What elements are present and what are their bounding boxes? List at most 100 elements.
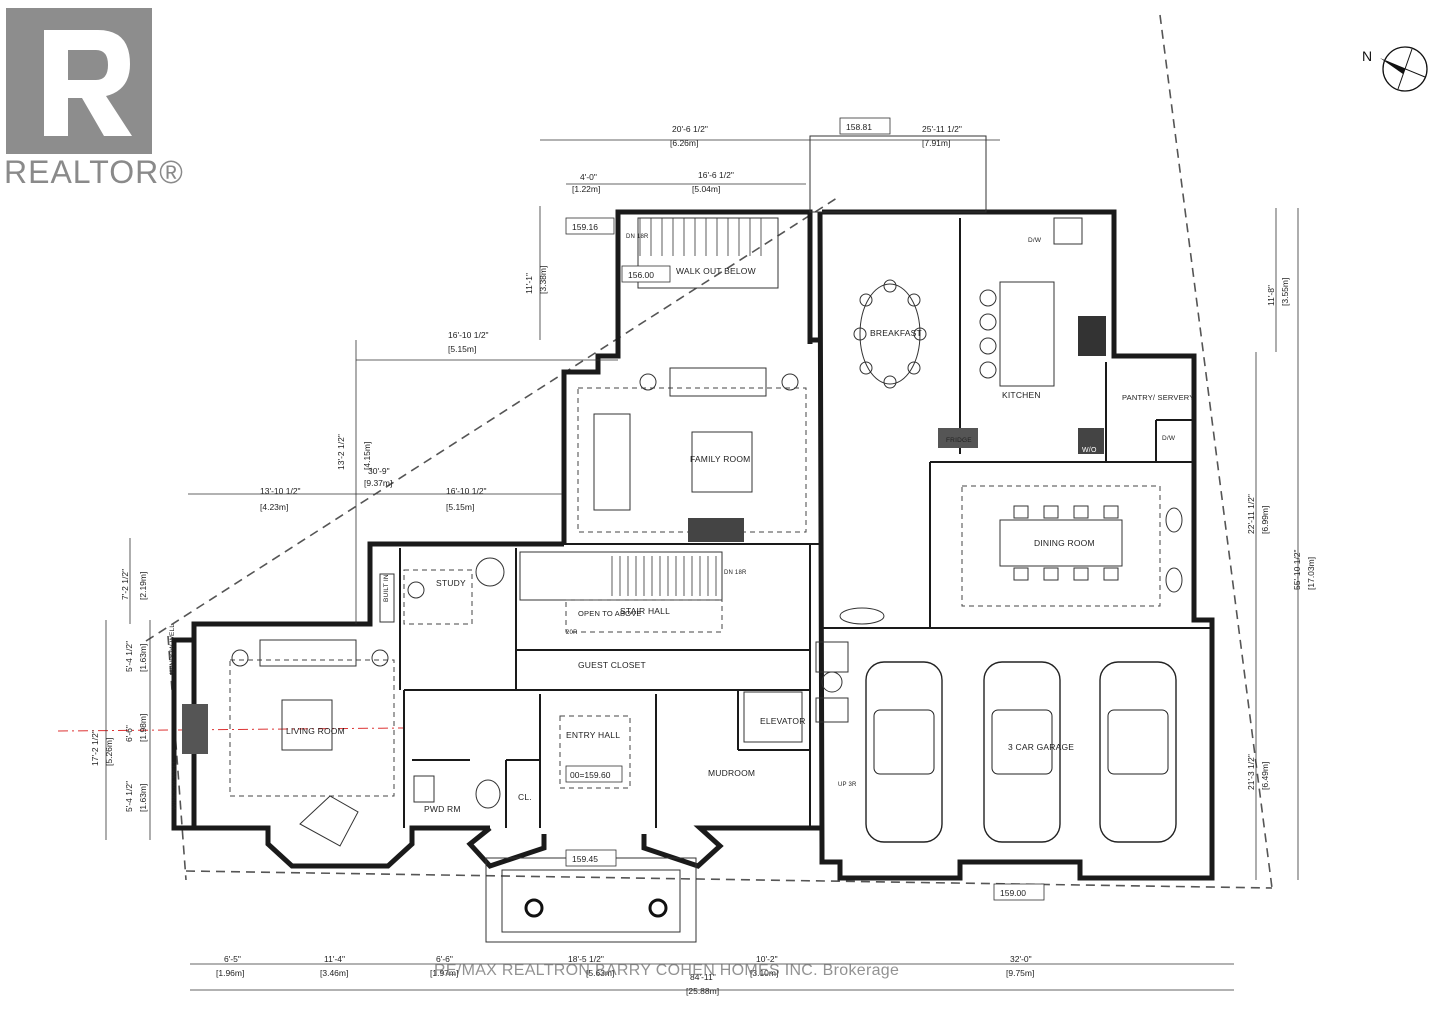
- label-built-in: BUILT IN: [383, 574, 390, 602]
- dim-bot-84-11: 84'-11": [690, 972, 716, 982]
- dim-mid-16-10a: 16'-10 1/2": [448, 330, 489, 340]
- label-window-well-2: WINDOW WELL: [171, 760, 178, 810]
- elev-158-81: 158.81: [846, 122, 872, 132]
- car-roof: [873, 709, 935, 775]
- walkout-stairs: [637, 217, 779, 289]
- dim-left-17-2-m: [5.26m]: [104, 738, 114, 766]
- kitchen-island: [938, 217, 1106, 454]
- label-stair-hall: STAIR HALL: [620, 606, 670, 616]
- dining-chair: [1013, 505, 1029, 519]
- elev-156-00: 156.00: [628, 270, 654, 280]
- car-outline: [1099, 661, 1177, 843]
- elev-159-60: 00=159.60: [570, 770, 611, 780]
- living-furniture: [182, 639, 395, 847]
- car-outline: [983, 661, 1061, 843]
- label-breakfast: BREAKFAST: [870, 328, 922, 338]
- dim-right-55-10: 55'-10 1/2": [1292, 549, 1302, 590]
- dim-top-4ft-m: [1.22m]: [572, 184, 600, 194]
- laundry: [815, 641, 849, 723]
- property-lines: [145, 14, 1273, 889]
- breakfast-table: [853, 279, 927, 389]
- dim-bot-10-2-m: [3.10m]: [750, 968, 778, 978]
- dim-left-7-2-m: [2.19m]: [138, 572, 148, 600]
- label-cl: CL.: [518, 792, 532, 802]
- dim-mid-16-10a-m: [5.15m]: [448, 344, 476, 354]
- dim-left-17-2: 17'-2 1/2": [90, 730, 100, 766]
- label-dn: DN 18R: [626, 234, 649, 240]
- label-family: FAMILY ROOM: [690, 454, 750, 464]
- exterior-walls: [171, 209, 1215, 881]
- label-kitchen: KITCHEN: [1002, 390, 1041, 400]
- dining-chair: [1103, 567, 1119, 581]
- dining-chair: [1043, 505, 1059, 519]
- dining-chair: [1073, 567, 1089, 581]
- label-guest-closet: GUEST CLOSET: [578, 660, 646, 670]
- dim-mid-13-2: 13'-2 1/2": [336, 434, 346, 470]
- label-dn-2: DN 18R: [724, 570, 747, 576]
- dim-left-6-6: 6'-6": [124, 725, 134, 742]
- realtor-logo: [6, 8, 152, 154]
- label-dining: DINING ROOM: [1034, 538, 1095, 548]
- label-pwd: PWD RM: [424, 804, 461, 814]
- dim-mid-30-9: 30'-9": [368, 466, 390, 476]
- car-outline: [865, 661, 943, 843]
- porch: [485, 857, 697, 943]
- dim-mid-16-10b: 16'-10 1/2": [446, 486, 487, 496]
- car-roof: [1107, 709, 1169, 775]
- dim-left-6-6-m: [1.98m]: [138, 714, 148, 742]
- dim-bot-18-5: 18'-5 1/2": [568, 954, 604, 964]
- dim-top-right: 25'-11 1/2": [922, 124, 962, 134]
- dim-left-5-4b: 5'-4 1/2": [124, 781, 134, 812]
- center-line: [57, 727, 405, 732]
- dim-bot-11-4-m: [3.46m]: [320, 968, 348, 978]
- elev-159-45: 159.45: [572, 854, 598, 864]
- interior-walls: [399, 218, 1212, 828]
- dimension-texts: 20'-6 1/2" [6.26m] 25'-11 1/2" [7.91m] 4…: [90, 124, 1316, 996]
- dim-mid-16-10b-m: [5.15m]: [446, 502, 474, 512]
- dim-bot-6-5-m: [1.96m]: [216, 968, 244, 978]
- elevation-markers: 158.81 159.16 156.00 00=159.60 159.45 15…: [565, 117, 1045, 901]
- label-elevator: ELEVATOR: [760, 716, 806, 726]
- realtor-wordmark: REALTOR®: [4, 154, 184, 190]
- dim-mid-13-10: 13'-10 1/2": [260, 486, 301, 496]
- entry-rug: [559, 715, 631, 789]
- label-fridge: FRIDGE: [946, 437, 972, 444]
- label-wo: W/O: [1082, 447, 1097, 454]
- dim-bot-10-2: 10'-2": [756, 954, 778, 964]
- label-living: LIVING ROOM: [286, 726, 345, 736]
- compass-icon: [1380, 46, 1428, 92]
- dim-right-21-3-m: [6.49m]: [1260, 762, 1270, 790]
- dim-left-5-4a: 5'-4 1/2": [124, 641, 134, 672]
- car-roof: [991, 709, 1053, 775]
- dim-bot-6-6: 6'-6": [436, 954, 453, 964]
- dim-bot-32-0-m: [9.75m]: [1006, 968, 1034, 978]
- dim-left-7-2: 7'-2 1/2": [120, 569, 130, 600]
- label-open-above: OPEN TO ABOVE: [578, 609, 642, 618]
- dim-bot-11-4: 11'-4": [324, 954, 345, 964]
- dining-furniture: [839, 485, 1183, 625]
- label-entry: ENTRY HALL: [566, 730, 620, 740]
- dining-chair: [1073, 505, 1089, 519]
- dim-right-11-8-m: [3.55m]: [1280, 278, 1290, 306]
- family-furniture: [577, 367, 807, 542]
- label-window-well-1: WINDOW WELL: [169, 624, 176, 674]
- dim-bot-6-5: 6'-5": [224, 954, 241, 964]
- label-mudroom: MUDROOM: [708, 768, 755, 778]
- elev-159-16: 159.16: [572, 222, 598, 232]
- elevator-box: [743, 691, 803, 743]
- dining-chair: [1043, 567, 1059, 581]
- dim-right-22-11: 22'-11 1/2": [1246, 494, 1256, 534]
- dimension-lines: [105, 139, 1299, 991]
- dim-right-11-8: 11'-8": [1266, 285, 1276, 306]
- dim-top-16-6: 16'-6 1/2": [698, 170, 734, 180]
- label-pantry: PANTRY/ SERVERY: [1122, 393, 1194, 402]
- rear-walk: [809, 135, 987, 213]
- dim-mid-13-2-m: [4.15m]: [362, 442, 372, 470]
- north-label: N: [1362, 48, 1373, 64]
- dim-right-21-3: 21'-3 1/2": [1246, 754, 1256, 790]
- label-up-3r: UP 3R: [838, 782, 857, 788]
- dim-top-left-m: [6.26m]: [670, 138, 698, 148]
- dim-bot-18-5-m: [5.63m]: [586, 968, 614, 978]
- garage-cars: [865, 661, 1177, 843]
